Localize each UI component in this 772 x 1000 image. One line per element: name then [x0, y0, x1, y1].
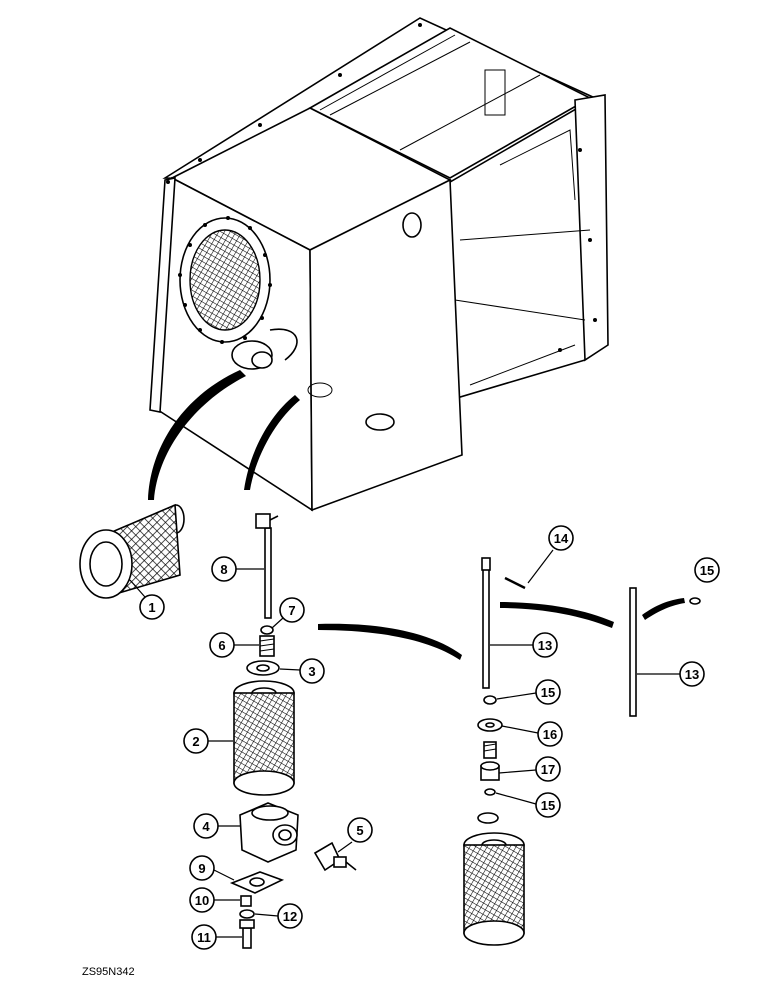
flow-arrows: [148, 370, 685, 660]
callout-7-label: 7: [288, 603, 295, 618]
callout-11-label: 11: [197, 930, 211, 945]
callout-17-label: 17: [541, 762, 555, 777]
figure-id: ZS95N342: [82, 966, 135, 978]
strainer-element: [79, 503, 185, 599]
callout-16: [537, 721, 563, 747]
callout-13b: [679, 661, 705, 687]
callout-2-label: 2: [192, 734, 199, 749]
callout-15a: [694, 557, 720, 583]
callout-15c: [535, 792, 561, 818]
callout-4-label: 4: [202, 819, 210, 834]
callout-13a-label: 13: [538, 638, 552, 653]
callout-13b-label: 13: [685, 667, 699, 682]
callout-6: [209, 632, 235, 658]
reservoir-tank: [149, 17, 609, 512]
callout-16-label: 16: [543, 727, 557, 742]
callout-11: [191, 924, 217, 950]
callout-4: [193, 813, 219, 839]
callout-9-label: 9: [198, 861, 205, 876]
callout-12: [277, 903, 303, 929]
callout-13a: [532, 632, 558, 658]
callout-15a-label: 15: [700, 563, 714, 578]
callouts: 1 8 7 6 3 2 4 5 9 10: [129, 525, 720, 950]
left-filter-assembly: [229, 513, 357, 949]
callout-9: [189, 855, 215, 881]
callout-10-label: 10: [195, 893, 209, 908]
callout-14: [548, 525, 574, 551]
callout-7: [279, 597, 305, 623]
callout-5-label: 5: [356, 823, 363, 838]
callout-6-label: 6: [218, 638, 225, 653]
callout-2: [183, 728, 209, 754]
right-filter-assembly: [463, 557, 701, 946]
callout-10: [189, 887, 215, 913]
callout-15c-label: 15: [541, 798, 555, 813]
callout-1: [139, 594, 165, 620]
callout-12-label: 12: [283, 909, 297, 924]
callout-3-label: 3: [308, 664, 315, 679]
callout-14-label: 14: [554, 531, 569, 546]
callout-8: [211, 556, 237, 582]
callout-15b: [535, 679, 561, 705]
callout-5: [347, 817, 373, 843]
callout-1-label: 1: [148, 600, 155, 615]
callout-8-label: 8: [220, 562, 227, 577]
callout-17: [535, 756, 561, 782]
callout-15b-label: 15: [541, 685, 555, 700]
callout-3: [299, 658, 325, 684]
